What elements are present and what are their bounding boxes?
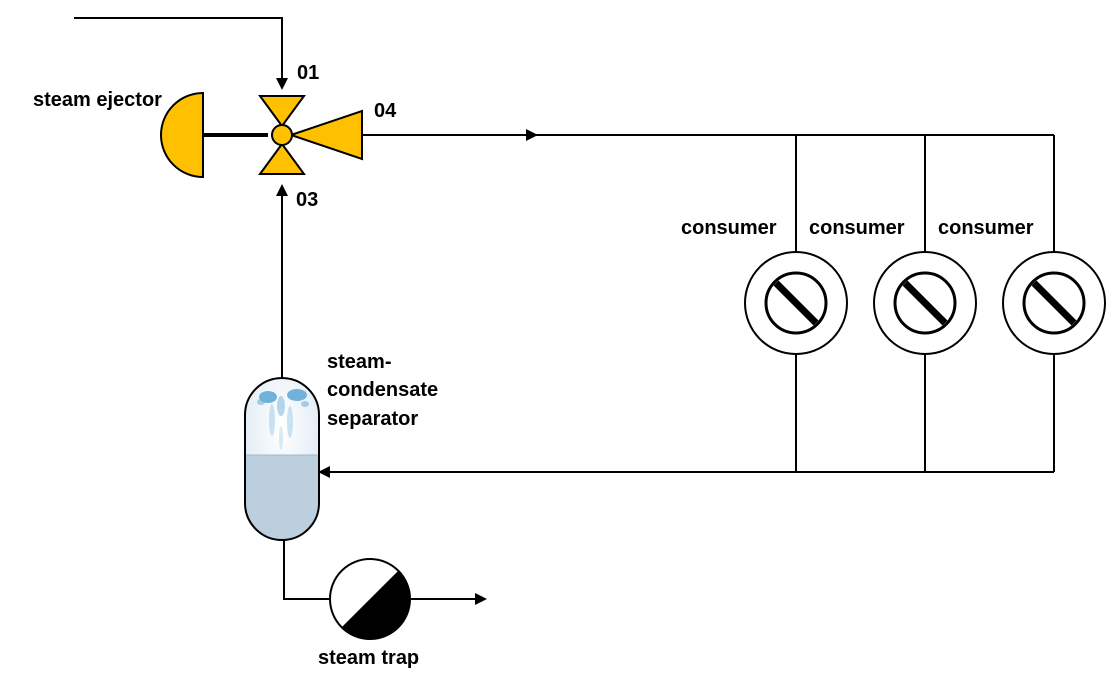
separator-liquid: [245, 455, 319, 540]
separator-label-line2: condensate: [327, 379, 438, 401]
trap-outline: [329, 558, 411, 640]
separator-label-line1: steam-: [327, 351, 391, 373]
steam-trap: [329, 558, 411, 640]
valve-upper-triangle: [258, 95, 306, 128]
valve-lower-triangle: [258, 142, 306, 175]
trap-line: [283, 540, 487, 605]
port-04-label: 04: [374, 100, 397, 122]
consumer-slash: [1031, 280, 1077, 326]
port-03-label: 03: [296, 189, 318, 211]
consumer-slash: [902, 280, 948, 326]
separator-label-line3: separator: [327, 408, 418, 430]
consumer-2: [873, 251, 977, 355]
separator-shell: [244, 377, 320, 541]
steam-ejector: [160, 91, 363, 179]
consumer-2-label: consumer: [809, 217, 905, 239]
inlet-line: [74, 17, 288, 90]
consumer-1-label: consumer: [681, 217, 777, 239]
steam-condensate-separator: [244, 377, 320, 541]
consumer-1: [744, 251, 848, 355]
port-01-label: 01: [297, 62, 319, 84]
steam-trap-label: steam trap: [318, 647, 419, 669]
consumer-3: [1002, 251, 1106, 355]
valve-center-circle: [271, 124, 293, 146]
consumer-3-label: consumer: [938, 217, 1034, 239]
steam-wisps: [257, 389, 309, 450]
consumer-slash: [773, 280, 819, 326]
condensate-return-line: [318, 354, 1055, 478]
ejector-nozzle: [287, 109, 363, 161]
trap-black-half: [341, 570, 411, 640]
steam-supply-line: [362, 129, 1055, 255]
ejector-dome: [160, 91, 204, 179]
ejector-label: steam ejector: [33, 89, 162, 111]
